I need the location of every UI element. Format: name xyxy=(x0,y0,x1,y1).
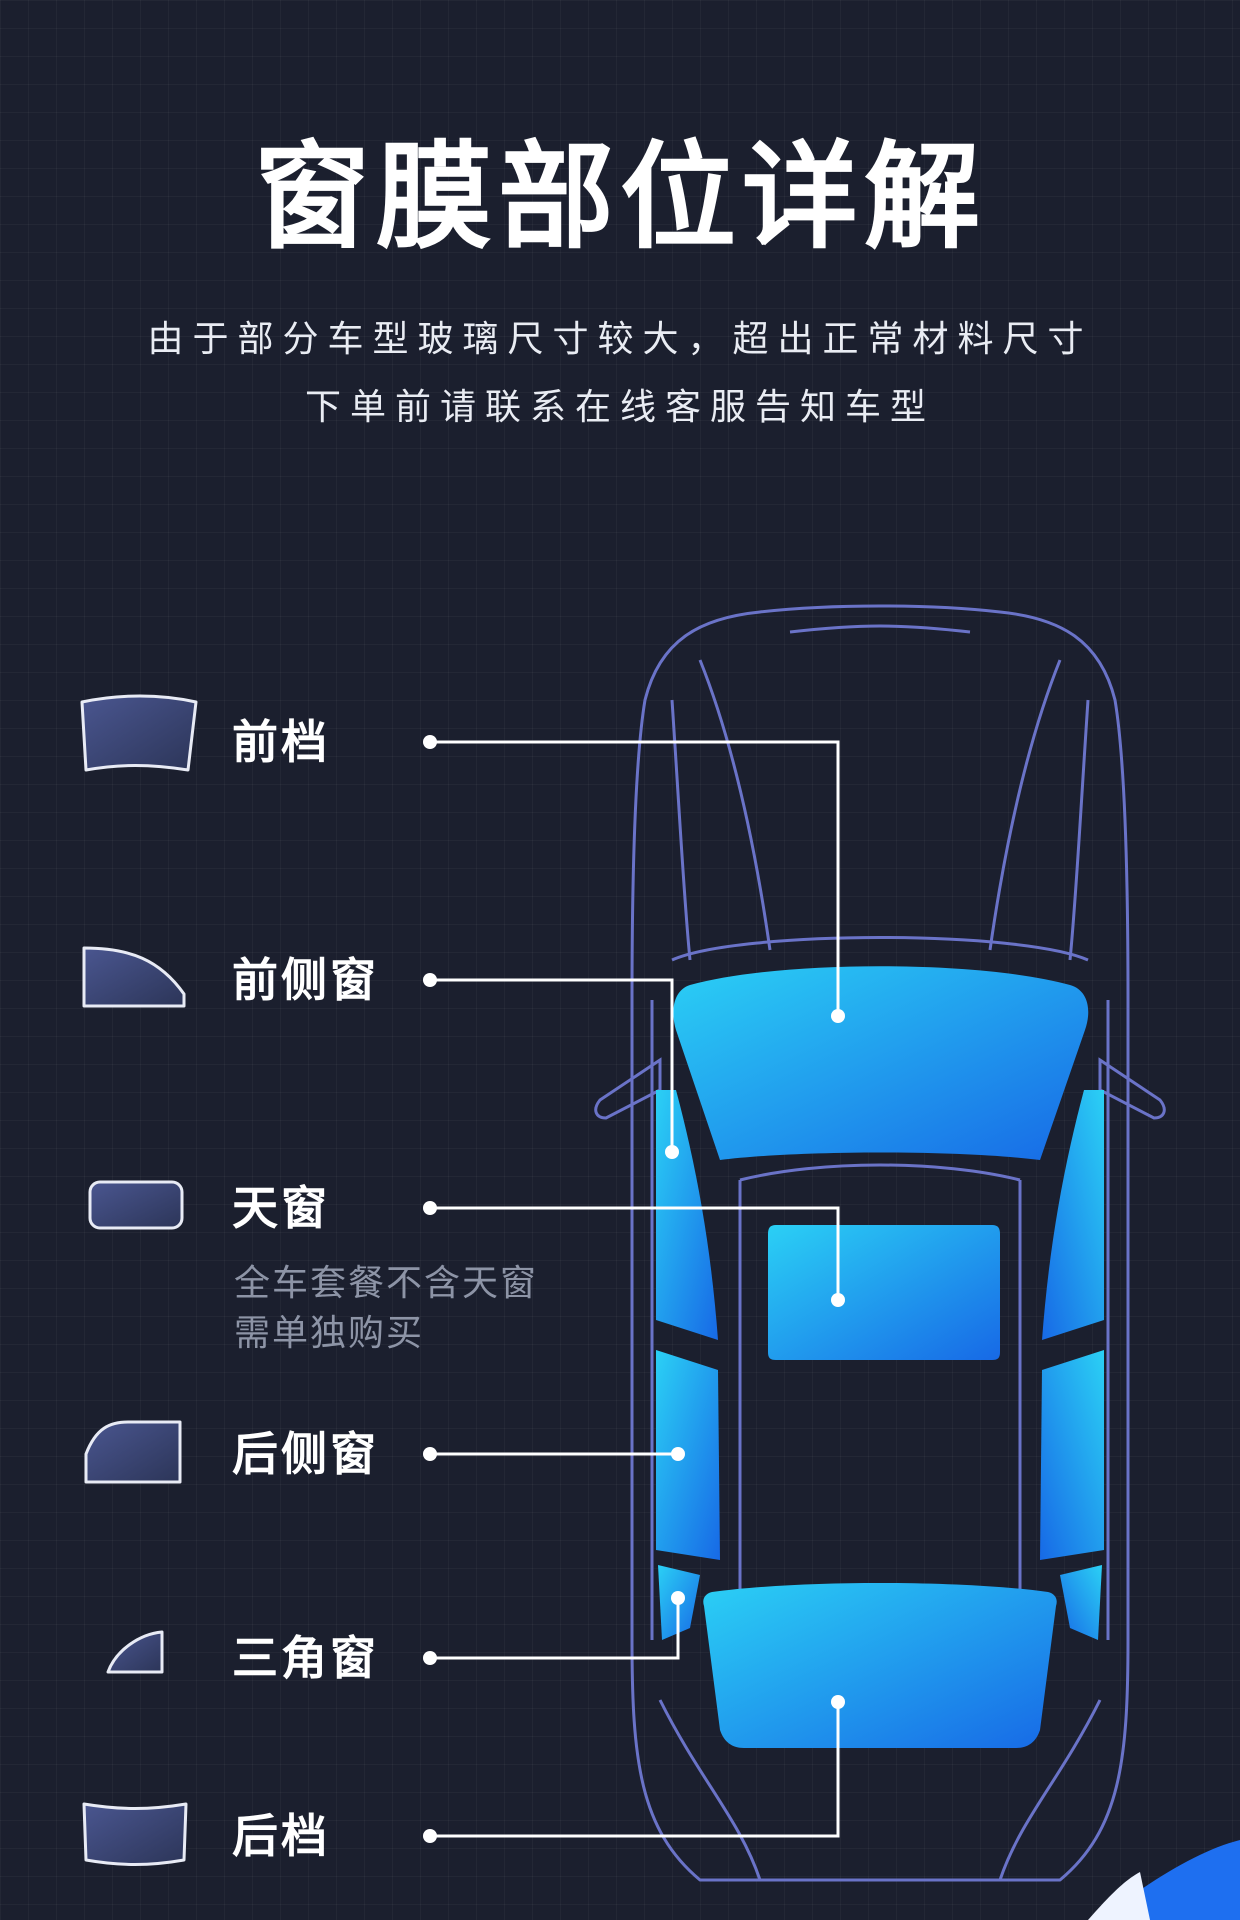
glass-front-windshield xyxy=(673,966,1089,1160)
sunroof-icon xyxy=(88,1180,184,1230)
sunroof-note-line-1: 全车套餐不含天窗 xyxy=(234,1263,539,1304)
front-windshield-icon xyxy=(80,694,198,772)
glass-sunroof xyxy=(768,1225,1000,1360)
glass-right-rear-side xyxy=(1040,1350,1104,1560)
dot-sunroof-label xyxy=(423,1201,437,1215)
dot-front-side-target xyxy=(665,1145,679,1159)
glass-rear-windshield xyxy=(703,1583,1057,1748)
dot-quarter-target xyxy=(671,1591,685,1605)
sunroof-note-line-2: 需单独购买 xyxy=(234,1313,425,1354)
label-front-side-window: 前侧窗 xyxy=(232,953,379,1007)
label-sunroof: 天窗 xyxy=(232,1181,330,1235)
leader-dots xyxy=(423,735,845,1843)
glass-left-rear-side xyxy=(656,1350,720,1560)
leader-line-quarter xyxy=(430,1598,680,1660)
glass-left-front-side xyxy=(656,1090,718,1340)
label-rear-side-window: 后侧窗 xyxy=(232,1427,379,1481)
glass-right-front-side xyxy=(1042,1090,1104,1340)
leader-line-front-side xyxy=(430,978,674,1152)
front-side-window-icon xyxy=(82,946,186,1008)
dot-front-side-label xyxy=(423,973,437,987)
right-mirror xyxy=(1098,1057,1166,1120)
quarter-window-icon xyxy=(106,1630,164,1674)
corner-accent-highlight xyxy=(1088,1872,1150,1920)
left-mirror xyxy=(594,1057,662,1120)
dot-rear-side-label xyxy=(423,1447,437,1461)
page-title: 窗膜部位详解 xyxy=(254,130,986,265)
label-quarter-window: 三角窗 xyxy=(232,1631,379,1685)
rear-side-window-icon xyxy=(84,1420,182,1484)
dot-quarter-label xyxy=(423,1651,437,1665)
subtitle-line-1: 由于部分车型玻璃尺寸较大，超出正常材料尺寸 xyxy=(147,319,1093,360)
leader-line-rear-windshield xyxy=(430,1702,840,1838)
glass-right-quarter xyxy=(1060,1565,1102,1640)
rear-windshield-icon xyxy=(82,1802,188,1866)
leader-lines xyxy=(430,740,840,1838)
leader-line-front-windshield xyxy=(430,740,840,1016)
label-front-windshield: 前档 xyxy=(232,715,330,769)
dot-front-windshield-target xyxy=(831,1009,845,1023)
dot-sunroof-target xyxy=(831,1293,845,1307)
label-rear-windshield: 后档 xyxy=(232,1809,330,1863)
subtitle-line-2: 下单前请联系在线客服告知车型 xyxy=(304,387,935,428)
leader-line-sunroof xyxy=(430,1206,840,1300)
dot-rear-side-target xyxy=(671,1447,685,1461)
dot-front-windshield-label xyxy=(423,735,437,749)
dot-rear-windshield-label xyxy=(423,1829,437,1843)
dot-rear-windshield-target xyxy=(831,1695,845,1709)
